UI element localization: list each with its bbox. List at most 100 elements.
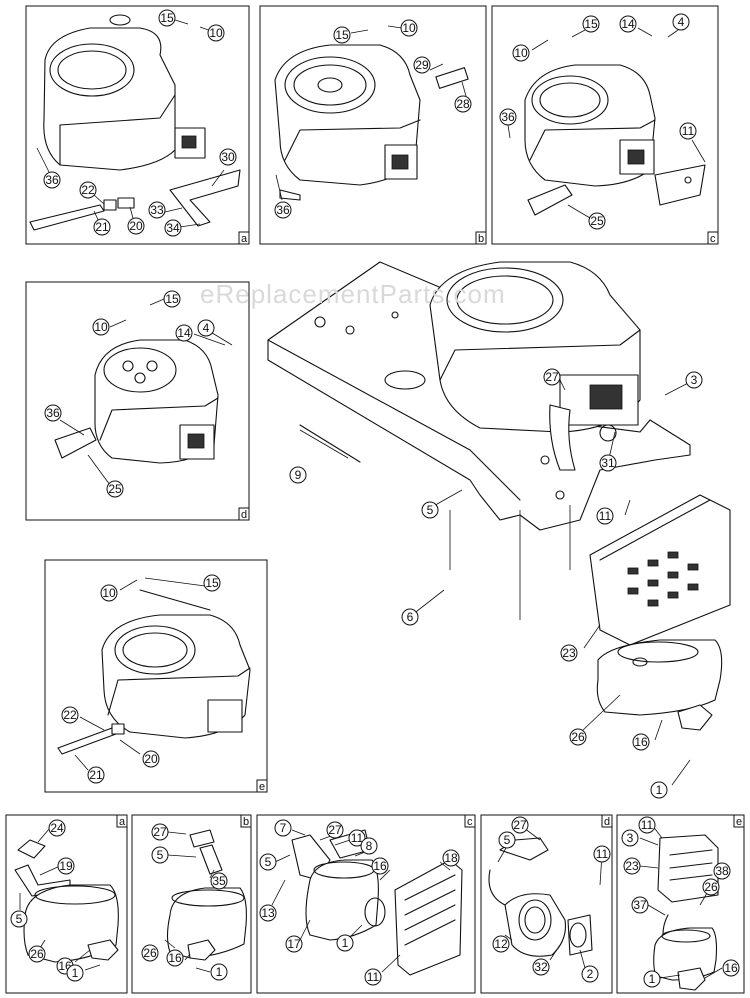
- svg-text:17: 17: [287, 937, 301, 951]
- callout-10: 10: [512, 44, 530, 62]
- callout-22: 22: [79, 181, 97, 199]
- svg-text:7: 7: [280, 821, 287, 835]
- svg-text:20: 20: [144, 752, 158, 766]
- panel-bot-c: [256, 814, 476, 994]
- svg-text:26: 26: [143, 946, 157, 960]
- svg-text:10: 10: [514, 46, 528, 60]
- svg-text:29: 29: [415, 58, 429, 72]
- svg-text:13: 13: [261, 906, 275, 920]
- svg-text:15: 15: [160, 11, 174, 25]
- svg-text:16: 16: [168, 951, 182, 965]
- svg-text:14: 14: [621, 17, 635, 31]
- svg-text:36: 36: [501, 110, 515, 124]
- callout-7: 7: [274, 819, 292, 837]
- callout-32: 32: [532, 958, 550, 976]
- svg-text:10: 10: [402, 21, 416, 35]
- svg-text:11: 11: [641, 818, 654, 832]
- callout-11: 11: [596, 507, 614, 525]
- callout-23: 23: [623, 857, 641, 875]
- svg-text:16: 16: [634, 735, 648, 749]
- svg-text:3: 3: [627, 831, 634, 845]
- callout-26: 26: [702, 878, 720, 896]
- panel-tag-top-a: a: [241, 233, 248, 245]
- callout-25: 25: [106, 480, 124, 498]
- svg-text:27: 27: [153, 825, 167, 839]
- svg-text:1: 1: [72, 966, 79, 980]
- svg-text:30: 30: [221, 150, 235, 164]
- svg-text:14: 14: [177, 326, 191, 340]
- callout-20: 20: [142, 750, 160, 768]
- svg-text:19: 19: [59, 859, 73, 873]
- svg-text:28: 28: [456, 97, 470, 111]
- callouts: 15 10 36 30 22 33 21 20 34 15 10 29 28 3…: [10, 9, 740, 988]
- panel-tag-top-b: b: [478, 233, 484, 245]
- callout-23: 23: [560, 644, 578, 662]
- svg-text:35: 35: [212, 874, 226, 888]
- svg-text:33: 33: [150, 203, 164, 217]
- callout-24: 24: [48, 819, 66, 837]
- panel-top-b: [259, 5, 487, 245]
- callout-5: 5: [259, 853, 277, 871]
- svg-text:38: 38: [715, 864, 729, 878]
- callout-15: 15: [333, 26, 351, 44]
- callout-1: 1: [66, 964, 84, 982]
- callout-15: 15: [158, 9, 176, 27]
- callout-17: 17: [285, 935, 303, 953]
- svg-text:31: 31: [601, 456, 615, 470]
- svg-text:5: 5: [16, 912, 23, 926]
- callout-34: 34: [164, 219, 182, 237]
- svg-text:5: 5: [157, 848, 164, 862]
- svg-text:1: 1: [342, 936, 349, 950]
- svg-text:25: 25: [590, 214, 604, 228]
- svg-text:15: 15: [205, 576, 219, 590]
- callout-3: 3: [621, 829, 639, 847]
- callout-4: 4: [197, 319, 215, 337]
- callout-10: 10: [207, 24, 225, 42]
- panel-mid-e: [44, 559, 268, 793]
- callout-1: 1: [643, 970, 661, 988]
- svg-text:25: 25: [108, 482, 122, 496]
- engine-drawing-top-b: [274, 44, 469, 201]
- svg-text:10: 10: [209, 26, 223, 40]
- svg-text:1: 1: [216, 965, 223, 979]
- callout-6: 6: [401, 608, 419, 626]
- panel-tag-bot-b: b: [243, 816, 249, 828]
- callout-14: 14: [619, 15, 637, 33]
- svg-text:6: 6: [407, 610, 414, 624]
- callout-36: 36: [274, 201, 292, 219]
- callout-5: 5: [10, 910, 28, 928]
- callout-26: 26: [28, 945, 46, 963]
- svg-text:26: 26: [704, 880, 718, 894]
- callout-10: 10: [100, 584, 118, 602]
- callout-27: 27: [151, 823, 169, 841]
- svg-text:26: 26: [30, 947, 44, 961]
- callout-35: 35: [210, 872, 228, 890]
- callout-20: 20: [127, 217, 145, 235]
- svg-text:27: 27: [328, 823, 342, 837]
- callout-15: 15: [582, 15, 600, 33]
- svg-text:15: 15: [584, 17, 598, 31]
- panel-top-c: [491, 5, 719, 245]
- callout-16: 16: [371, 857, 389, 875]
- callout-1: 1: [650, 781, 668, 799]
- engine-drawing-top-c: [524, 64, 706, 216]
- muffler-drawing-bot-e: [653, 834, 719, 991]
- callout-22: 22: [61, 706, 79, 724]
- callout-26: 26: [141, 944, 159, 962]
- svg-text:10: 10: [102, 586, 116, 600]
- engine-drawing-top-a: [29, 14, 241, 231]
- svg-text:22: 22: [81, 183, 95, 197]
- callout-16: 16: [632, 733, 650, 751]
- svg-text:2: 2: [587, 967, 594, 981]
- svg-text:10: 10: [94, 320, 108, 334]
- svg-text:36: 36: [276, 203, 290, 217]
- panel-tag-mid-d: d: [241, 509, 247, 521]
- callout-36: 36: [44, 404, 62, 422]
- svg-text:27: 27: [545, 370, 559, 384]
- callout-26: 26: [569, 728, 587, 746]
- callout-10: 10: [92, 318, 110, 336]
- callout-2: 2: [581, 965, 599, 983]
- svg-text:20: 20: [129, 219, 143, 233]
- callout-27: 27: [543, 368, 561, 386]
